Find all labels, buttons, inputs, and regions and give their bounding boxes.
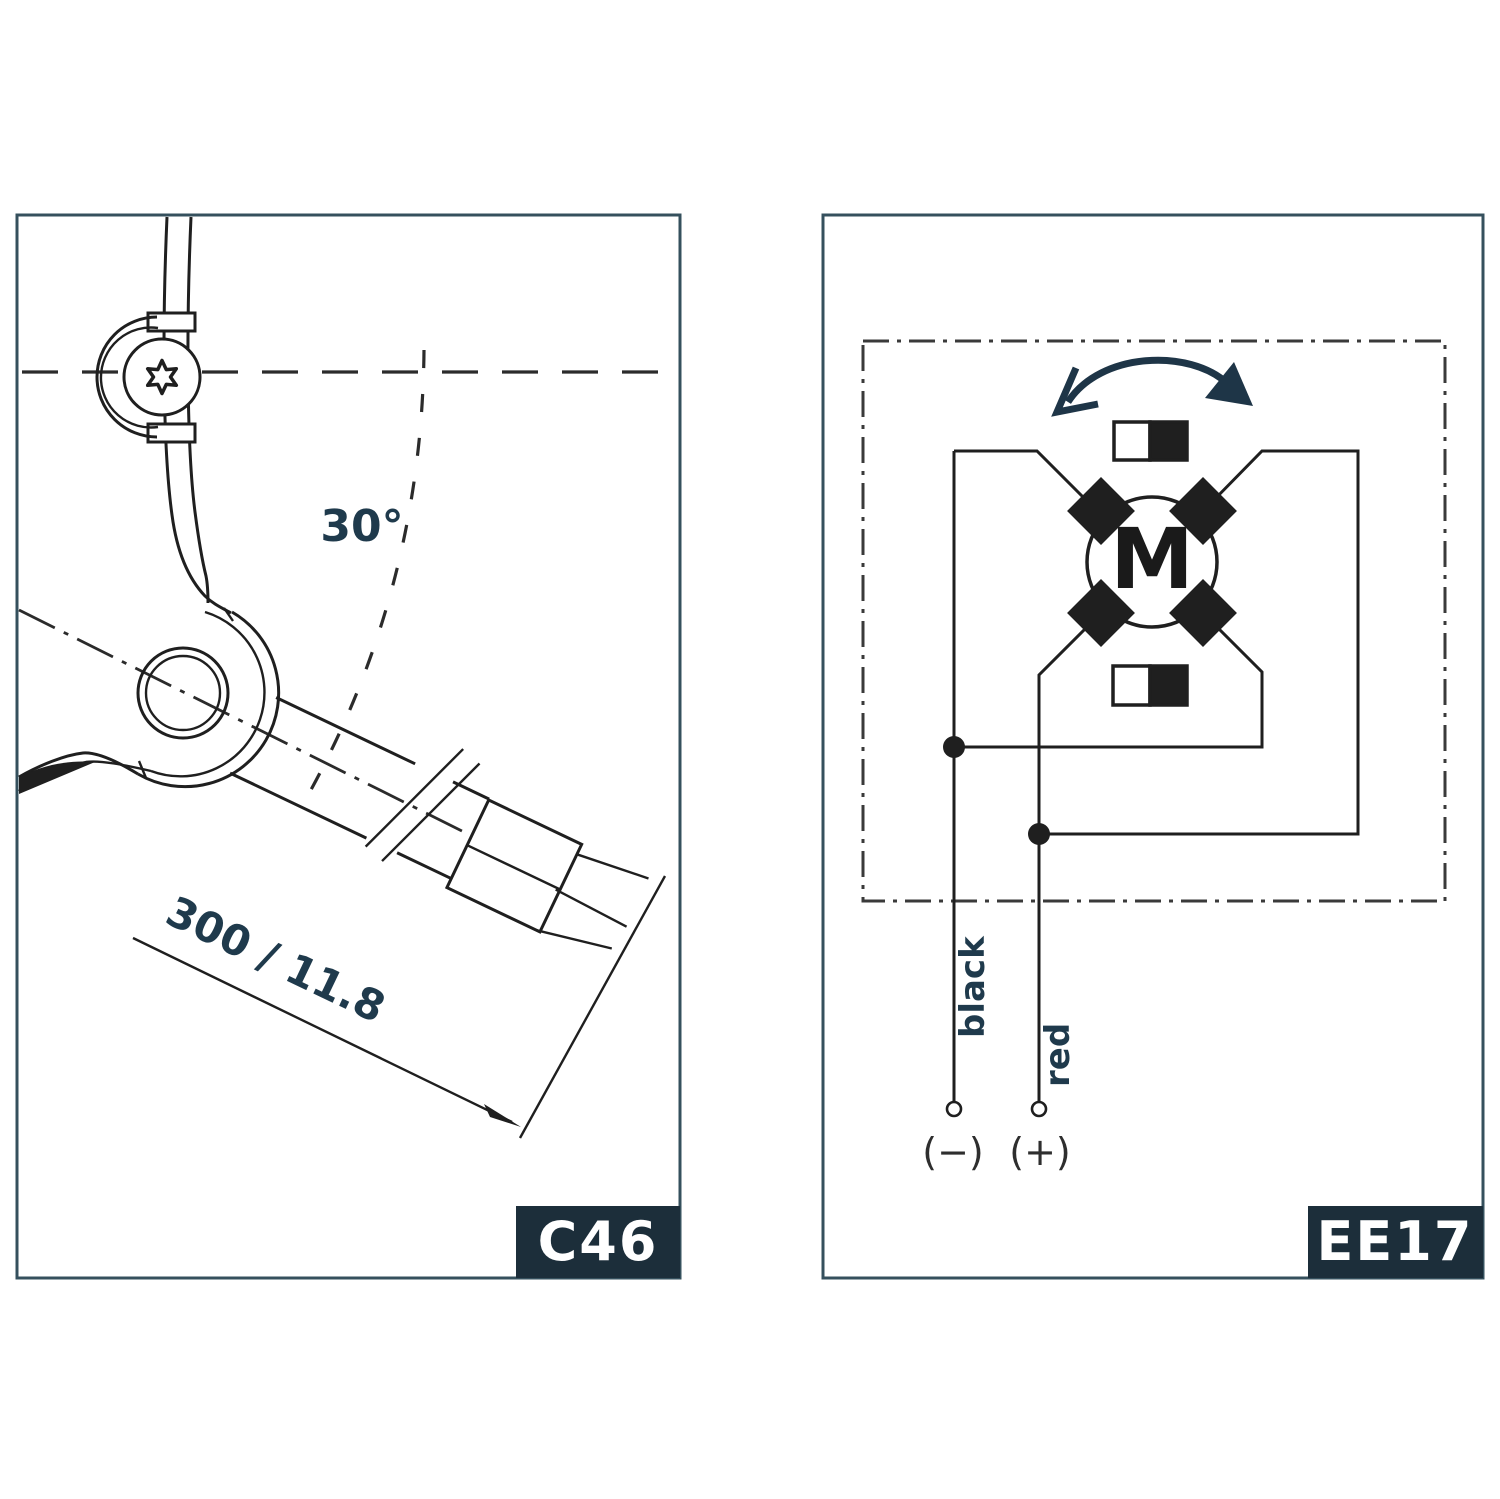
code-box-c46 xyxy=(516,1206,680,1278)
motor-label: M xyxy=(1110,510,1194,608)
dimension-arrowhead xyxy=(484,1104,521,1127)
lever-axis-line xyxy=(18,608,473,838)
code-label-c46: C46 xyxy=(538,1210,659,1273)
lead-wire-2 xyxy=(555,888,628,928)
brush-block-bottom xyxy=(1111,664,1189,707)
pivot-hole-outer xyxy=(136,646,230,740)
lead-wire-3 xyxy=(536,929,613,950)
flange-upper-edge xyxy=(18,751,139,779)
arm-bottom-edge-1 xyxy=(229,771,368,840)
junction-dot-left xyxy=(943,736,965,758)
collar-outer-arc xyxy=(137,610,281,789)
torx-screw-icon xyxy=(145,358,179,396)
brush-contact-ll xyxy=(1067,579,1135,647)
wire-top-left xyxy=(954,449,1096,510)
break-mark-2 xyxy=(381,762,481,862)
clamp-lower-tab xyxy=(146,422,197,444)
dimension-line xyxy=(132,936,513,1124)
arm-top-edge-1 xyxy=(275,696,416,766)
terminal-plus-circle xyxy=(1030,1100,1048,1118)
connector-divider xyxy=(466,844,561,891)
wire-bottom-right xyxy=(954,618,1264,749)
wire-label-black: black xyxy=(953,935,993,1038)
component-boundary xyxy=(861,339,1447,903)
clamp-outer-arc xyxy=(95,315,158,439)
panel-c46-border xyxy=(15,213,682,1280)
clamp-inner-arc xyxy=(99,326,159,429)
terminal-minus-label: (−) xyxy=(922,1130,984,1174)
rotation-arrow-icon xyxy=(1051,356,1253,417)
angle-label: 30° xyxy=(320,501,403,552)
extension-line xyxy=(518,875,667,1139)
wire-red-vertical xyxy=(1037,618,1096,1103)
lever-arm-assembly xyxy=(229,696,649,950)
brush-contact-ul xyxy=(1067,477,1135,545)
terminal-plus-label: (+) xyxy=(1009,1130,1071,1174)
code-label-ee17: EE17 xyxy=(1317,1210,1474,1273)
collar-inner-arc xyxy=(150,610,266,778)
break-mark-1 xyxy=(364,748,465,848)
brush-contact-lr xyxy=(1169,579,1237,647)
flange-pointed-tail xyxy=(19,761,95,794)
panel-ee17: M black red (−) (+) EE17 xyxy=(821,213,1485,1280)
terminal-minus-circle xyxy=(945,1100,963,1118)
brush-contact-ur xyxy=(1169,477,1237,545)
pivot-hole-inner xyxy=(144,654,222,732)
clamp-upper-tab xyxy=(146,311,197,333)
connector-housing xyxy=(444,798,584,934)
panel-c46: 300 / 11.8 30° C46 xyxy=(15,213,682,1280)
code-box-ee17 xyxy=(1308,1206,1483,1278)
arm-bottom-edge-2 xyxy=(396,851,452,880)
angle-arc-30deg xyxy=(305,349,426,798)
wire-label-red: red xyxy=(1038,1023,1078,1087)
collar-parting-tick-top xyxy=(223,607,234,622)
motor-circle xyxy=(1085,495,1219,629)
wire-top-right-loop xyxy=(1039,449,1360,836)
brush-block-top xyxy=(1112,420,1189,462)
junction-dot-right xyxy=(1028,823,1050,845)
lead-wire-1 xyxy=(576,853,649,880)
